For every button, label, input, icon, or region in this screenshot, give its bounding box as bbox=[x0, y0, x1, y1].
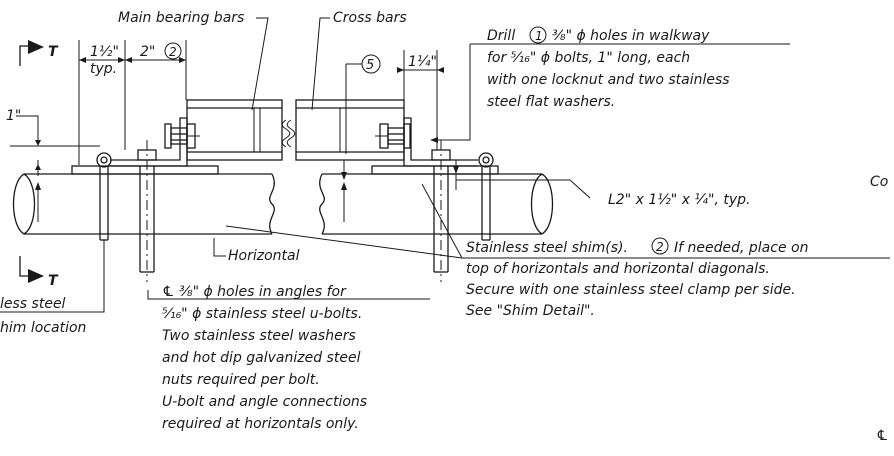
callout-2b-circle bbox=[651, 237, 669, 255]
clamp-right bbox=[478, 152, 494, 241]
bolt-left bbox=[164, 123, 200, 149]
section-letter-bottom: T bbox=[48, 273, 59, 289]
grating-left bbox=[186, 99, 283, 161]
callout-2-text: 2 bbox=[169, 45, 177, 59]
drill-line1-pre: Drill bbox=[487, 28, 515, 44]
drill-line2: for ⁵⁄₁₆" ϕ bolts, 1" long, each bbox=[487, 50, 690, 66]
bolt-right bbox=[375, 123, 411, 149]
horizontal-label: Horizontal bbox=[228, 248, 300, 264]
section-mark-top: T bbox=[19, 40, 59, 66]
u-bolt-right bbox=[431, 140, 451, 282]
left-pipe bbox=[12, 173, 275, 235]
shim-line3: Secure with one stainless steel clamp pe… bbox=[466, 282, 796, 298]
holes-line4: and hot dip galvanized steel bbox=[162, 350, 361, 366]
u-bolt-left bbox=[137, 140, 157, 282]
cross-bars-leader bbox=[311, 17, 330, 111]
holes-line2: ⁵⁄₁₆" ϕ stainless steel u-bolts. bbox=[162, 306, 362, 322]
dim-typ: typ. bbox=[90, 61, 117, 77]
main-bearing-bars-label: Main bearing bars bbox=[118, 10, 244, 26]
shim-note: Stainless steel shim(s). 2 If needed, pl… bbox=[225, 183, 890, 319]
angle-size-label: L2" x 1½" x ¼", typ. bbox=[608, 192, 750, 208]
holes-line6: U-bolt and angle connections bbox=[162, 394, 367, 410]
shim-right bbox=[371, 165, 499, 175]
callout-5: 5 bbox=[345, 54, 381, 154]
callout-2-circle bbox=[164, 42, 182, 60]
horizontal-leader bbox=[213, 238, 226, 257]
drill-line1-post: ⅜" ϕ holes in walkway bbox=[552, 28, 710, 44]
drill-line3: with one locknut and two stainless bbox=[487, 72, 730, 88]
drill-note: Drill 1 ⅜" ϕ holes in walkway for ⁵⁄₁₆" … bbox=[430, 26, 790, 143]
dim-1-half: 1½" bbox=[90, 44, 119, 60]
shim-left bbox=[71, 165, 219, 175]
clamp-line2: him location bbox=[0, 320, 86, 336]
dim-1-inch: 1" bbox=[6, 108, 100, 176]
angle-left bbox=[110, 117, 188, 167]
callout-2b-text: 2 bbox=[656, 240, 664, 254]
right-pipe bbox=[319, 173, 554, 235]
section-mark-bottom: T bbox=[19, 256, 59, 289]
clamp-note: less steel him location bbox=[0, 240, 105, 336]
clamp-line1: less steel bbox=[0, 296, 66, 312]
cut-off-text: Co bbox=[870, 174, 888, 190]
shim-line1-pre: Stainless steel shim(s). bbox=[466, 240, 628, 256]
holes-line5: nuts required per bolt. bbox=[162, 372, 320, 388]
drill-line4: steel flat washers. bbox=[487, 94, 615, 110]
holes-note: ℄ ⅜" ϕ holes in angles for ⁵⁄₁₆" ϕ stain… bbox=[147, 284, 430, 432]
dim-top-left: 1½" typ. 2" 2 bbox=[78, 40, 187, 165]
grating-break bbox=[281, 119, 296, 148]
callout-1-circle bbox=[529, 26, 547, 44]
shim-line4: See "Shim Detail". bbox=[466, 303, 595, 319]
clamp-left bbox=[96, 152, 112, 241]
cross-bars-label: Cross bars bbox=[333, 10, 407, 26]
angle-callout: L2" x 1½" x ¼", typ. bbox=[453, 160, 750, 208]
callout-1-text: 1 bbox=[535, 29, 543, 43]
shim-line2: top of horizontals and horizontal diagon… bbox=[466, 261, 770, 277]
callout-5-text: 5 bbox=[366, 58, 374, 73]
holes-line7: required at horizontals only. bbox=[162, 416, 359, 432]
holes-line3: Two stainless steel washers bbox=[162, 328, 356, 344]
dim-1-inch-label: 1" bbox=[6, 108, 21, 124]
dim-2: 2" bbox=[140, 44, 155, 60]
dim-1-quarter-label: 1¼" bbox=[408, 54, 437, 70]
centerline-mark: ℄ bbox=[876, 428, 889, 444]
section-letter-top: T bbox=[48, 44, 59, 60]
holes-line1: ℄ ⅜" ϕ holes in angles for bbox=[162, 284, 347, 300]
main-bearing-bars-leader bbox=[251, 17, 269, 111]
dim-1-quarter: 1¼" bbox=[397, 50, 444, 150]
shim-line1-post: If needed, place on bbox=[674, 240, 808, 256]
